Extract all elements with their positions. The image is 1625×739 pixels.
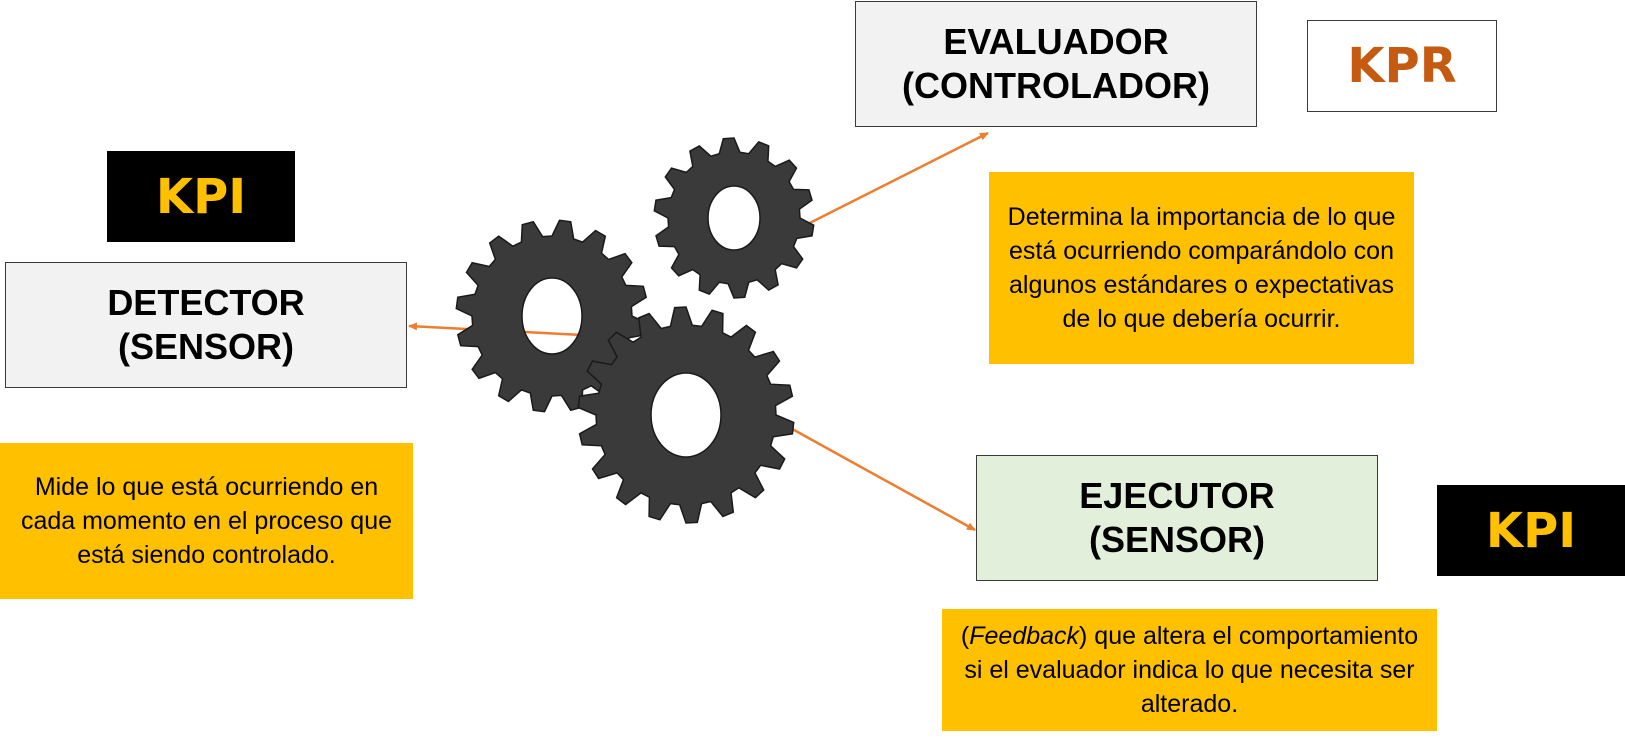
kpi-badge-left-label: KPI	[155, 168, 247, 225]
evaluador-subtitle: (CONTROLADOR)	[902, 65, 1210, 106]
gears-group	[455, 137, 815, 524]
ejecutor-label: EJECUTOR (SENSOR)	[1079, 474, 1274, 562]
gear-icon-large	[577, 306, 795, 524]
kpi-badge-left: KPI	[107, 151, 295, 242]
evaluador-box: EVALUADOR (CONTROLADOR)	[855, 1, 1257, 127]
detector-box: DETECTOR (SENSOR)	[5, 262, 407, 388]
evaluador-title: EVALUADOR	[943, 21, 1169, 62]
kpr-badge-label: KPR	[1347, 38, 1457, 94]
ejecutor-title: EJECUTOR	[1079, 475, 1275, 516]
kpi-badge-right: KPI	[1437, 485, 1625, 576]
kpr-badge: KPR	[1307, 20, 1497, 112]
ejecutor-description: (Feedback) que altera el comportamiento …	[942, 609, 1437, 731]
detector-description: Mide lo que está ocurriendo en cada mome…	[0, 443, 413, 599]
gear-icon-small	[653, 137, 815, 299]
arrow-to-ejecutor	[775, 418, 976, 532]
detector-description-text: Mide lo que está ocurriendo en cada mome…	[20, 473, 393, 569]
kpi-badge-right-label: KPI	[1485, 502, 1577, 559]
ejecutor-description-feedback: Feedback	[969, 622, 1080, 650]
arrow-to-evaluador	[779, 131, 989, 240]
detector-label: DETECTOR (SENSOR)	[107, 281, 304, 369]
detector-title: DETECTOR	[107, 282, 305, 323]
evaluador-description-text: Determina la importancia de lo que está …	[1007, 203, 1396, 333]
ejecutor-subtitle: (SENSOR)	[1088, 519, 1265, 560]
ejecutor-box: EJECUTOR (SENSOR)	[976, 455, 1378, 581]
ejecutor-description-text: (Feedback) que altera el comportamiento …	[952, 619, 1427, 721]
detector-subtitle: (SENSOR)	[117, 326, 294, 367]
evaluador-description: Determina la importancia de lo que está …	[989, 172, 1414, 364]
ejecutor-description-rest: ) que altera el comportamiento si el eva…	[964, 622, 1419, 718]
evaluador-label: EVALUADOR (CONTROLADOR)	[902, 20, 1210, 108]
ejecutor-description-open: (	[960, 622, 970, 650]
